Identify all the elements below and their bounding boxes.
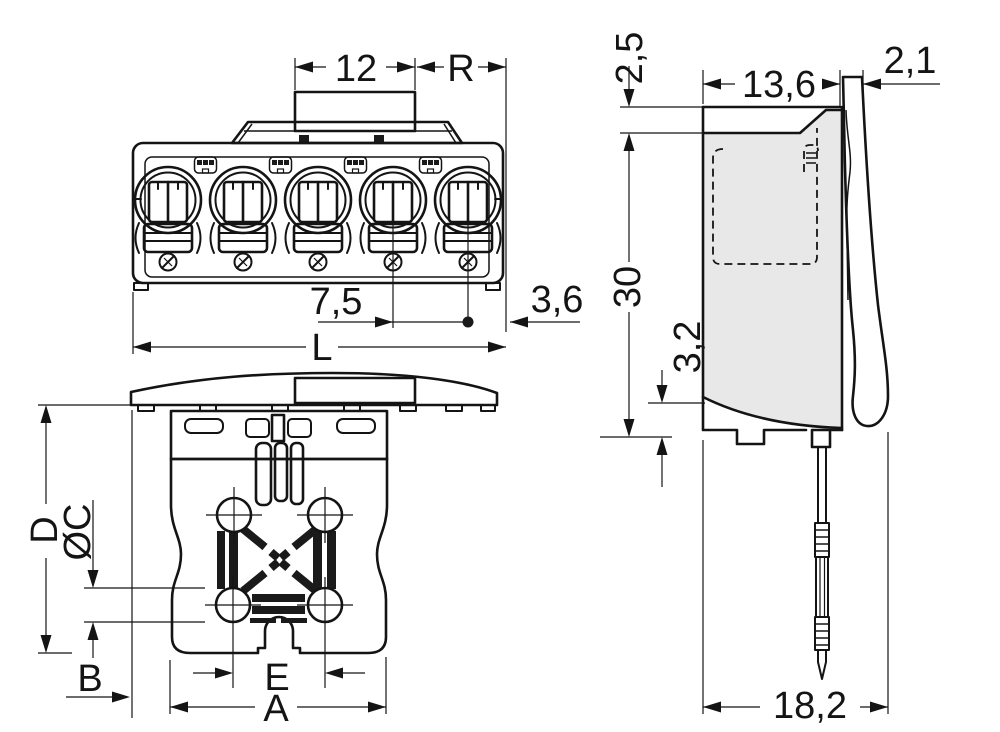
side-latch-lever: [841, 75, 890, 428]
dim-label-12: 12: [335, 48, 377, 90]
front-housing-outline: [131, 141, 505, 285]
dim-label-18-2: 18,2: [773, 685, 847, 727]
bottom-dimensions: D ØC B E A: [24, 404, 387, 730]
bottom-view: D ØC B E A: [24, 371, 499, 730]
dim-label-30: 30: [607, 266, 649, 308]
dim-label-7-5: 7,5: [310, 281, 363, 323]
dim-label-3-6: 3,6: [531, 279, 584, 321]
front-plateau: [230, 120, 464, 145]
dim-label-R: R: [447, 48, 474, 90]
dim-label-A: A: [263, 688, 289, 730]
side-hidden-cavity: [712, 128, 818, 265]
bottom-coding-block: [293, 376, 417, 405]
dim-label-3-2: 3,2: [667, 321, 709, 374]
side-solder-pin: [810, 428, 832, 680]
dim-label-2-1: 2,1: [884, 40, 937, 82]
dim-label-L: L: [311, 327, 332, 369]
front-terminals: [133, 165, 503, 272]
front-coding-block: [293, 90, 417, 133]
side-body-fill: [703, 110, 842, 428]
side-dimensions: 2,5 30 3,2 13,6 2,1: [600, 32, 940, 727]
dim-label-C-dia: ØC: [57, 504, 99, 561]
side-view: 2,5 30 3,2 13,6 2,1: [600, 32, 940, 727]
dim-label-D: D: [24, 516, 66, 543]
front-dimensions: 12 R 7,5 3,6 L: [132, 48, 584, 369]
bottom-lower-body: [169, 457, 389, 655]
dim-label-13-6: 13,6: [742, 64, 816, 106]
side-body: [701, 75, 890, 680]
dim-label-E: E: [264, 657, 289, 699]
dim-label-2-5: 2,5: [609, 32, 651, 85]
dim-label-B: B: [77, 658, 102, 700]
bottom-flange: [129, 371, 499, 407]
front-vents: [193, 156, 443, 174]
front-view: 12 R 7,5 3,6 L: [131, 48, 584, 369]
bottom-body: [129, 371, 499, 655]
